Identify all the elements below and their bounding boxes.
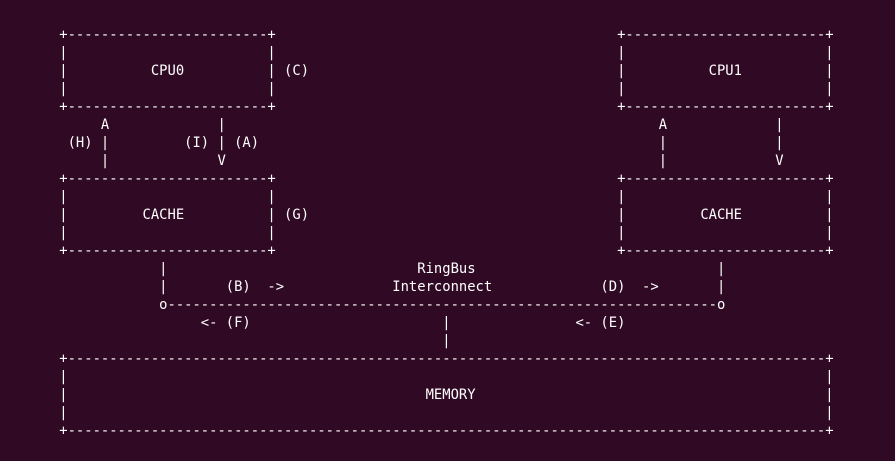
ascii-line-cpu0: | CPU0 | (C) | CPU1 | xyxy=(1,63,834,79)
ascii-line-cache: | CACHE | (G) | CACHE | xyxy=(1,207,834,223)
ascii-diagram: +------------------------+ +------------… xyxy=(1,26,895,440)
ascii-line: +------------------------+ +------------… xyxy=(1,243,834,259)
ascii-line: +---------------------------------------… xyxy=(1,423,834,439)
ascii-line: +------------------------+ +------------… xyxy=(1,27,834,43)
ascii-line-memory: | MEMORY | xyxy=(1,387,834,403)
ascii-line-arrows: | V | V xyxy=(1,153,784,169)
ascii-line: | | | | xyxy=(1,189,834,205)
ascii-line-interconnect: | (B) -> Interconnect (D) -> | xyxy=(1,279,726,295)
ascii-line-bus-wire: o---------------------------------------… xyxy=(1,297,726,313)
ascii-line: | | | | xyxy=(1,45,834,61)
ascii-line: | | | | xyxy=(1,81,834,97)
ascii-line-ringbus: | RingBus | xyxy=(1,261,726,277)
ascii-line: | | xyxy=(1,369,834,385)
ascii-line: +---------------------------------------… xyxy=(1,351,834,367)
ascii-line-arrow-labels: (H) | (I) | (A) | | xyxy=(1,135,784,151)
ascii-line-bus-labels: <- (F) | <- (E) xyxy=(1,315,626,331)
ascii-line: +------------------------+ +------------… xyxy=(1,171,834,187)
ascii-line: | | | | xyxy=(1,225,834,241)
ascii-line: +------------------------+ +------------… xyxy=(1,99,834,115)
ascii-line-arrows: A | A | xyxy=(1,117,784,133)
ascii-line: | xyxy=(1,333,451,349)
ascii-line: | | xyxy=(1,405,834,421)
